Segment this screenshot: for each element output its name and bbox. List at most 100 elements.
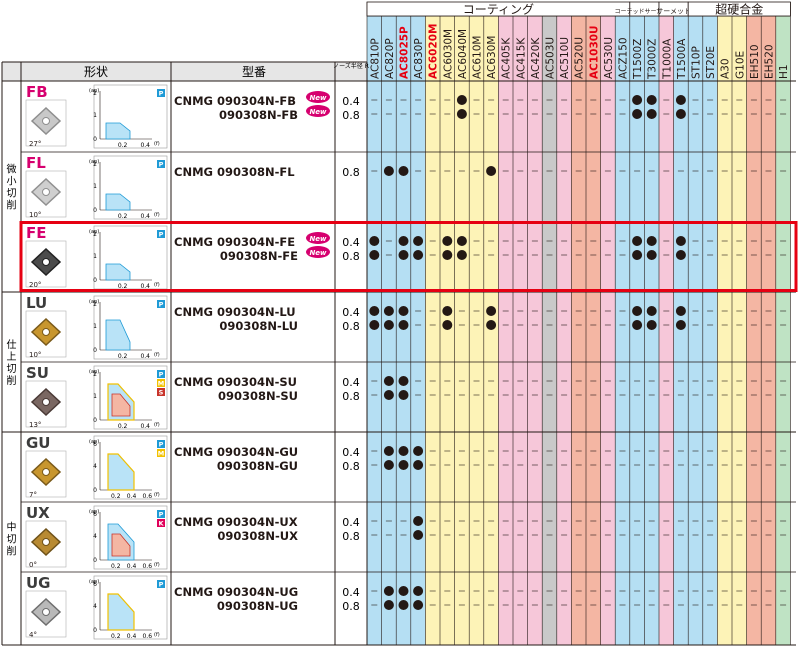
- model-number: CNMG 090304N-SU: [174, 375, 297, 389]
- model-number: 090308N-UG: [217, 599, 298, 613]
- material-icon: [157, 230, 165, 238]
- availability-dot: [456, 250, 467, 260]
- chipbreaker-name: UX: [26, 504, 50, 522]
- material-icon-letter: P: [159, 301, 164, 309]
- availability-dot: [398, 390, 409, 400]
- availability-dot: [456, 236, 467, 246]
- grade-column-bg: [556, 2, 572, 645]
- chart-y-label: (ap): [89, 88, 99, 94]
- availability-dot: [456, 109, 467, 119]
- insert-hole: [42, 188, 50, 196]
- grade-column-bg: [425, 2, 440, 645]
- grade-name: AC810P: [369, 38, 381, 79]
- availability-dot: [413, 600, 424, 610]
- nose-radius: 0.4: [342, 236, 360, 249]
- nose-radius: 0.4: [342, 586, 360, 599]
- grade-column-bg: [571, 2, 586, 645]
- grade-column-bg: [615, 2, 630, 645]
- chart-xtick: 0.4: [127, 493, 137, 500]
- grade-name: ST20E: [705, 46, 717, 79]
- availability-dot: [632, 306, 643, 316]
- group-label-char: 小: [7, 176, 17, 188]
- nose-radius: 0.8: [342, 530, 360, 543]
- material-icon-letter: P: [159, 371, 164, 379]
- chart-ytick: 0: [93, 347, 97, 354]
- chart-y-label: (ap): [89, 159, 99, 165]
- chart-ytick: 2: [93, 371, 97, 378]
- material-icon: [157, 160, 165, 168]
- group-label-char: 切: [7, 363, 17, 375]
- availability-dot: [398, 586, 409, 596]
- chart-xtick: 0.4: [140, 283, 150, 290]
- new-badge-text: New: [309, 235, 327, 243]
- chart-ytick: 0: [93, 487, 97, 494]
- availability-dot: [398, 600, 409, 610]
- insert-hole: [42, 328, 50, 336]
- chart-ytick: 2: [93, 231, 97, 238]
- material-icon-letter: P: [159, 90, 164, 98]
- insert-hole: [42, 117, 50, 125]
- availability-dot: [413, 460, 424, 470]
- material-icon: [157, 580, 165, 588]
- grade-column-bg: [600, 2, 616, 645]
- chipbreaker-name: LU: [26, 294, 47, 312]
- grade-name: T1500A: [676, 38, 688, 80]
- header-band: [2, 62, 367, 81]
- new-badge: [306, 91, 330, 103]
- chipbreaker-name: FL: [26, 154, 46, 172]
- grade-group-header: [687, 1, 791, 17]
- group-label-char: 削: [7, 545, 17, 558]
- model-header: 型番: [242, 65, 266, 79]
- insert-hole: [42, 258, 50, 266]
- availability-dot: [398, 460, 409, 470]
- availability-dot: [383, 166, 394, 176]
- insert-hole: [42, 538, 50, 546]
- availability-dot: [383, 320, 394, 330]
- chip-range-area-secondary: [111, 533, 131, 557]
- chart-ytick: 2: [93, 301, 97, 308]
- nose-radius: 0.4: [342, 95, 360, 108]
- availability-dot: [442, 320, 453, 330]
- grade-column-bg: [586, 2, 601, 645]
- availability-dot: [369, 320, 380, 330]
- chart-ytick: 1: [93, 253, 97, 260]
- availability-dot: [646, 320, 657, 330]
- model-number: CNMG 090304N-GU: [174, 445, 298, 459]
- availability-dot: [675, 320, 686, 330]
- chart-xtick: 0.2: [111, 493, 121, 500]
- grade-column-bg: [542, 2, 557, 645]
- material-icon: [157, 379, 165, 387]
- grade-name: AC630M: [486, 36, 498, 79]
- rake-angle: 10°: [29, 211, 41, 219]
- availability-dot: [456, 95, 467, 105]
- availability-dot: [383, 390, 394, 400]
- group-label-char: 削: [7, 199, 17, 212]
- availability-dot: [413, 250, 424, 260]
- material-icon-letter: P: [159, 511, 164, 519]
- chipbreaker-name: GU: [26, 434, 51, 452]
- material-icon-letter: P: [159, 441, 164, 449]
- chart-y-label: (ap): [89, 579, 99, 585]
- availability-dot: [398, 250, 409, 260]
- grade-group-label: 超硬合金: [715, 2, 763, 17]
- rake-angle: 0°: [29, 561, 37, 569]
- chart-ytick: 1: [93, 183, 97, 190]
- availability-dot: [632, 250, 643, 260]
- group-label-char: 切: [7, 534, 17, 546]
- new-badge: [306, 105, 330, 117]
- chart-xtick: 0.2: [111, 563, 121, 570]
- chip-range-outline: [107, 383, 135, 421]
- chart-xtick: 0.4: [127, 563, 137, 570]
- chip-range-chart-frame: [93, 295, 168, 360]
- group-label-char: 中: [7, 521, 17, 534]
- availability-dots: [369, 95, 787, 610]
- chart-xtick: 0.2: [118, 353, 128, 360]
- nose-radius: 0.4: [342, 516, 360, 529]
- availability-dot: [442, 306, 453, 316]
- group-label-char: 仕: [7, 338, 17, 351]
- material-icon-letter: M: [158, 380, 164, 388]
- model-number: 090308N-FE: [220, 249, 298, 263]
